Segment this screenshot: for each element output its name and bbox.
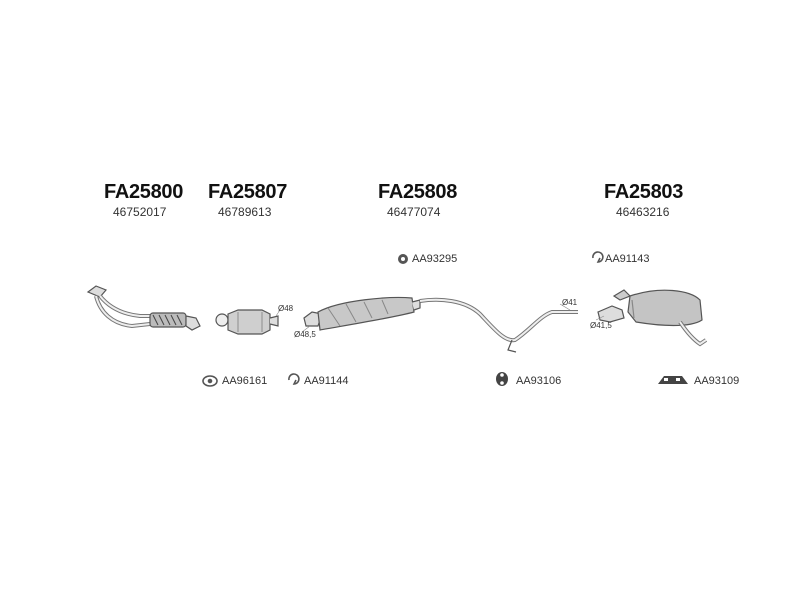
part-code-middle-silencer: FA25808 — [378, 181, 458, 203]
part-code-rear-silencer: FA25803 — [604, 181, 684, 203]
front-pipe-illustration — [86, 285, 201, 331]
oem-number-catalyst: 46789613 — [218, 205, 272, 219]
dimension-label: Ø41 — [562, 298, 578, 307]
part-code-front-pipe: FA25800 — [104, 181, 184, 203]
dimension-label: Ø48,5 — [294, 330, 316, 339]
oem-number-front-pipe: 46752017 — [113, 205, 167, 219]
mounting-strip-icon — [658, 376, 688, 384]
accessory-code: AA93106 — [516, 375, 562, 387]
accessory-code: AA91143 — [605, 253, 650, 265]
dimension-label: Ø41,5 — [590, 321, 612, 330]
rear-silencer-illustration — [597, 289, 708, 347]
rubber-ring-icon — [398, 254, 408, 264]
catalyst-illustration — [215, 309, 279, 335]
dimension-leaders — [275, 303, 605, 333]
clamp-icon — [288, 373, 300, 385]
accessory-code: AA96161 — [222, 375, 268, 387]
gasket-ring-icon — [202, 375, 218, 387]
clamp-icon — [592, 251, 604, 263]
middle-silencer-illustration — [303, 296, 578, 353]
part-code-catalyst: FA25807 — [208, 181, 288, 203]
oem-number-rear-silencer: 46463216 — [616, 205, 670, 219]
accessory-code: AA93109 — [694, 375, 740, 387]
rubber-hanger-icon — [496, 372, 508, 386]
accessory-code: AA93295 — [412, 253, 458, 265]
dimension-label: Ø48 — [278, 304, 294, 313]
oem-number-middle-silencer: 46477074 — [387, 205, 441, 219]
accessory-code: AA91144 — [304, 375, 349, 387]
